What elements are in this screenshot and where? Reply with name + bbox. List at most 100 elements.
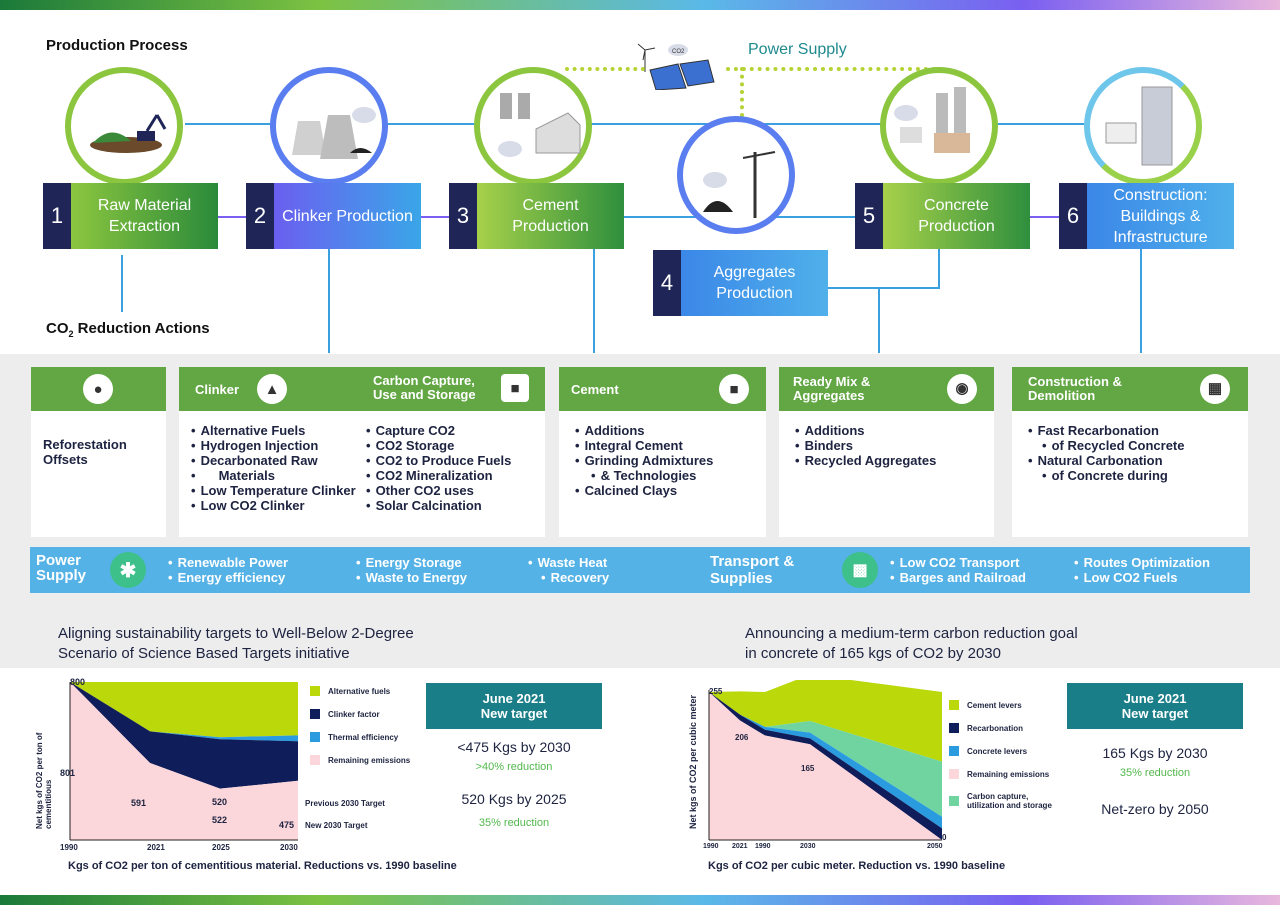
y-tick-255: 255 (709, 687, 723, 696)
y-tick-800: 800 (70, 677, 86, 687)
reforestation-text: Reforestation Offsets (43, 437, 127, 467)
list-item: Energy efficiency (168, 570, 288, 585)
list-item: Hydrogen Injection (191, 438, 366, 453)
right-y-label: Net kgs of CO2 per cubic meter (688, 694, 698, 829)
step-number: 4 (653, 250, 681, 316)
list-item: Natural Carbonation (1028, 453, 1236, 468)
drop-3 (593, 248, 595, 353)
step-label: Aggregates Production (681, 250, 828, 316)
legend-label: Carbon capture, utilization and storage (967, 792, 1052, 810)
target-2: Net-zero by 2050 (1101, 801, 1209, 817)
city-icon: ▦ (1200, 374, 1230, 404)
x-tick: 2030 (800, 843, 816, 850)
readymix-list: Additions Binders Recycled Aggregates (795, 423, 982, 468)
legend-swatch (949, 746, 959, 756)
step-label: Raw Material Extraction (71, 183, 218, 249)
legend-label: Clinker factor (328, 709, 380, 719)
readymix-body: Additions Binders Recycled Aggregates (779, 411, 994, 486)
drop-2 (328, 248, 330, 353)
list-item: Fast Recarbonation (1028, 423, 1236, 438)
area-remaining-emissions (709, 692, 942, 840)
link-2-3 (420, 216, 460, 218)
list-item-cont: of Concrete during (1028, 468, 1236, 483)
list-item: Capture CO2 (366, 423, 511, 438)
left-chart: Net kgs of CO2 per ton of cementitious 8… (20, 677, 430, 880)
link-1-2 (215, 216, 275, 218)
legend-item: Carbon capture, utilization and storage (949, 792, 1057, 810)
list-item: CO2 to Produce Fuels (366, 453, 512, 468)
clinker-list: Alternative Fuels Hydrogen Injection Dec… (191, 423, 366, 513)
step-number: 1 (43, 183, 71, 249)
list-item: Binders (795, 438, 982, 453)
legend-swatch (949, 796, 959, 806)
list-item-cont: of Recycled Concrete (1028, 438, 1236, 453)
target-1: <475 Kgs by 2030 (457, 739, 571, 755)
list-item: Barges and Railroad (890, 570, 1026, 585)
legend-swatch (310, 755, 320, 765)
process-line-top (185, 123, 1090, 125)
step-label: Clinker Production (274, 183, 421, 249)
construction-body: Fast Recarbonation of Recycled Concrete … (1012, 411, 1248, 501)
power-supply-bar: Power Supply ✱ Renewable Power Energy ef… (30, 547, 1250, 593)
cement-plant-icon (498, 93, 581, 157)
prev-target-label: Previous 2030 Target (305, 799, 385, 808)
list-item-cont: Materials (218, 468, 275, 483)
legend-item: Thermal efficiency (310, 732, 410, 742)
right-chart-title: Announcing a medium-term carbon reductio… (745, 625, 1078, 662)
legend-item: Remaining emissions (949, 769, 1057, 779)
x-tick: 2030 (280, 843, 298, 852)
list-item: Low CO2 Clinker (191, 498, 366, 513)
legend-label: Cement levers (967, 700, 1022, 710)
label-475: 475 (279, 820, 295, 830)
right-chart-svg (708, 674, 942, 841)
legend-swatch (310, 709, 320, 719)
list-item: Grinding Admixtures (575, 453, 754, 468)
left-x-label: Kgs of CO2 per ton of cementitious mater… (68, 860, 457, 872)
legend-label: Concrete levers (967, 746, 1028, 756)
link-5-6 (1030, 216, 1060, 218)
list-item: Low Temperature Clinker (191, 483, 366, 498)
power-supply-label: Power Supply (748, 41, 847, 58)
step-raw-material: 1 Raw Material Extraction (43, 183, 218, 249)
legend-label: Remaining emissions (967, 769, 1050, 779)
power-col-3: Waste Heat Recovery (528, 555, 610, 585)
legend-swatch (949, 723, 959, 733)
label-520: 520 (212, 797, 228, 807)
legend-item: Recarbonation (949, 723, 1057, 733)
excavator-icon (90, 114, 167, 153)
cement-bag-icon: ■ (719, 374, 749, 404)
legend-item: Alternative fuels (310, 686, 410, 696)
ccus-title: Carbon Capture, Use and Storage (373, 373, 476, 402)
legend-item: Cement levers (949, 700, 1057, 710)
power-col-5: Routes Optimization Low CO2 Fuels (1074, 555, 1210, 585)
cement-list: Additions Integral Cement Grinding Admix… (575, 423, 754, 498)
y-tick-801: 801 (60, 768, 76, 778)
x-tick: 2050 (927, 843, 943, 850)
step-clinker: 2 Clinker Production (246, 183, 421, 249)
cement-circle (474, 67, 592, 185)
concrete-plant-icon (894, 87, 970, 153)
step-cement: 3 Cement Production (449, 183, 624, 249)
power-bar-title: Power Supply (36, 552, 87, 584)
list-item: Low CO2 Fuels (1074, 570, 1210, 585)
step-label: Construction: Buildings & Infrastructure (1087, 183, 1234, 249)
x-tick: 1990 (703, 843, 719, 850)
production-process-label: Production Process (46, 37, 188, 54)
list-item: Energy Storage (356, 555, 467, 570)
tree-icon: ● (83, 374, 113, 404)
step-number: 3 (449, 183, 477, 249)
x-tick: 2021 (147, 843, 165, 852)
ccus-list: Capture CO2 CO2 Storage CO2 to Produce F… (366, 423, 512, 513)
step-concrete: 5 Concrete Production (855, 183, 1030, 249)
construction-list: Fast Recarbonation of Recycled Concrete … (1028, 423, 1236, 483)
top-gradient-bar (0, 0, 1280, 10)
legend-label: Recarbonation (967, 723, 1024, 733)
card-readymix: Ready Mix & Aggregates ◉ Additions Binde… (779, 367, 994, 537)
mixer-truck-icon: ◉ (947, 374, 977, 404)
clinker-circle (270, 67, 388, 185)
